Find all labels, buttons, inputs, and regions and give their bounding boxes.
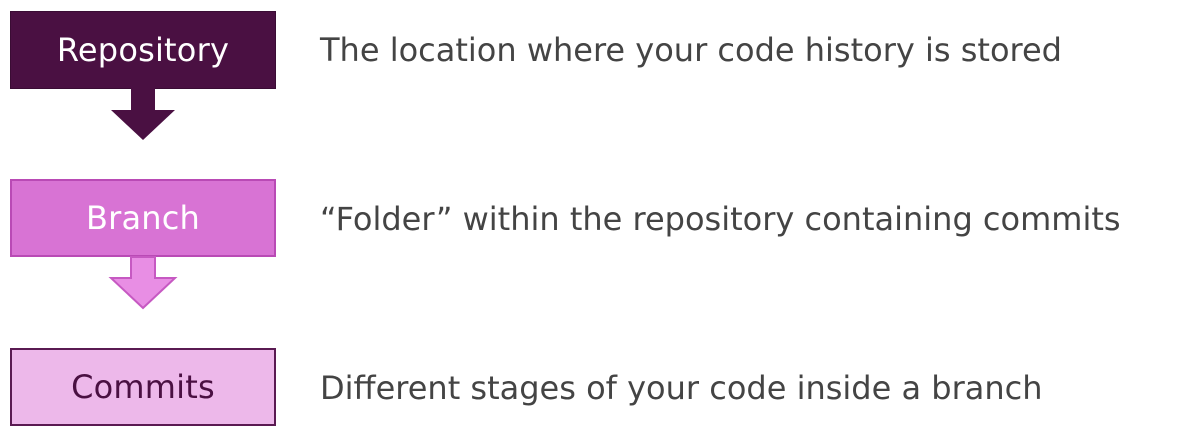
branch-box: Branch — [10, 179, 276, 257]
arrow-repository-to-branch — [111, 88, 175, 140]
commits-label: Commits — [71, 368, 215, 406]
repository-box: Repository — [10, 11, 276, 89]
branch-description: “Folder” within the repository containin… — [320, 200, 1121, 238]
commits-description: Different stages of your code inside a b… — [320, 369, 1043, 407]
repository-label: Repository — [56, 31, 230, 69]
repository-description: The location where your code history is … — [320, 31, 1062, 69]
arrow-branch-to-commits — [108, 256, 178, 310]
commits-box: Commits — [10, 348, 276, 426]
arrow-down-icon — [111, 88, 175, 140]
branch-label: Branch — [85, 199, 201, 237]
arrow-down-icon — [108, 256, 178, 310]
